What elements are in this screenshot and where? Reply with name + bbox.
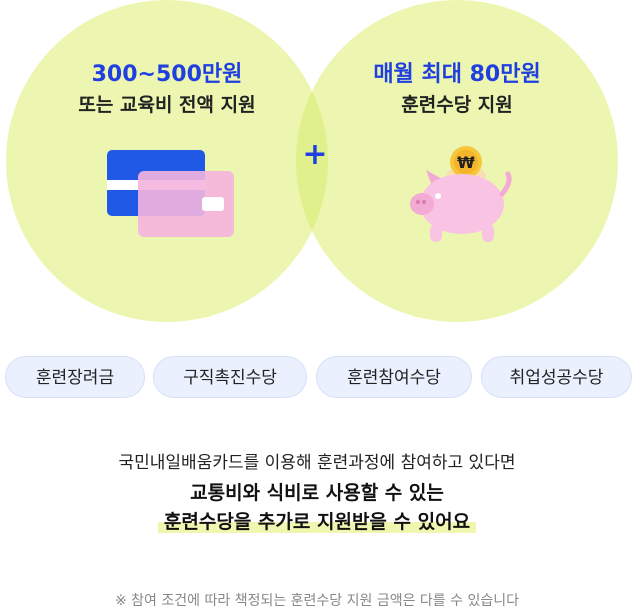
description-emphasis-line2: 훈련수당을 추가로 지원받을 수 있어요 [157,507,477,534]
right-circle-text: 매월 최대 80만원 훈련수당 지원 [296,60,618,120]
piggy-bank-icon: ₩ [410,146,512,242]
disclaimer-note: ※ 참여 조건에 따라 책정되는 훈련수당 지원 금액은 다를 수 있습니다 [115,593,519,609]
tuition-subtitle: 또는 교육비 전액 지원 [78,94,256,116]
description-line: 국민내일배움카드를 이용해 훈련과정에 참여하고 있다면 [118,453,516,473]
pill-training-incentive: 훈련장려금 [5,356,145,398]
pill-participation-allowance: 훈련참여수당 [316,356,472,398]
pill-job-seeking-allowance: 구직촉진수당 [153,356,307,398]
tuition-amount: 300~500만원 [91,62,243,87]
description-emphasis-line1: 교통비와 식비로 사용할 수 있는 [190,482,444,504]
left-circle-text: 300~500만원 또는 교육비 전액 지원 [6,60,328,120]
pill-employment-success-allowance: 취업성공수당 [481,356,632,398]
description-emphasis-wrap: 훈련수당을 추가로 지원받을 수 있어요 [0,507,634,534]
allowance-subtitle: 훈련수당 지원 [401,94,513,116]
plus-icon: + [302,137,328,172]
won-coin-symbol: ₩ [457,153,475,172]
allowance-amount: 매월 최대 80만원 [373,62,541,87]
card-front [138,171,234,237]
